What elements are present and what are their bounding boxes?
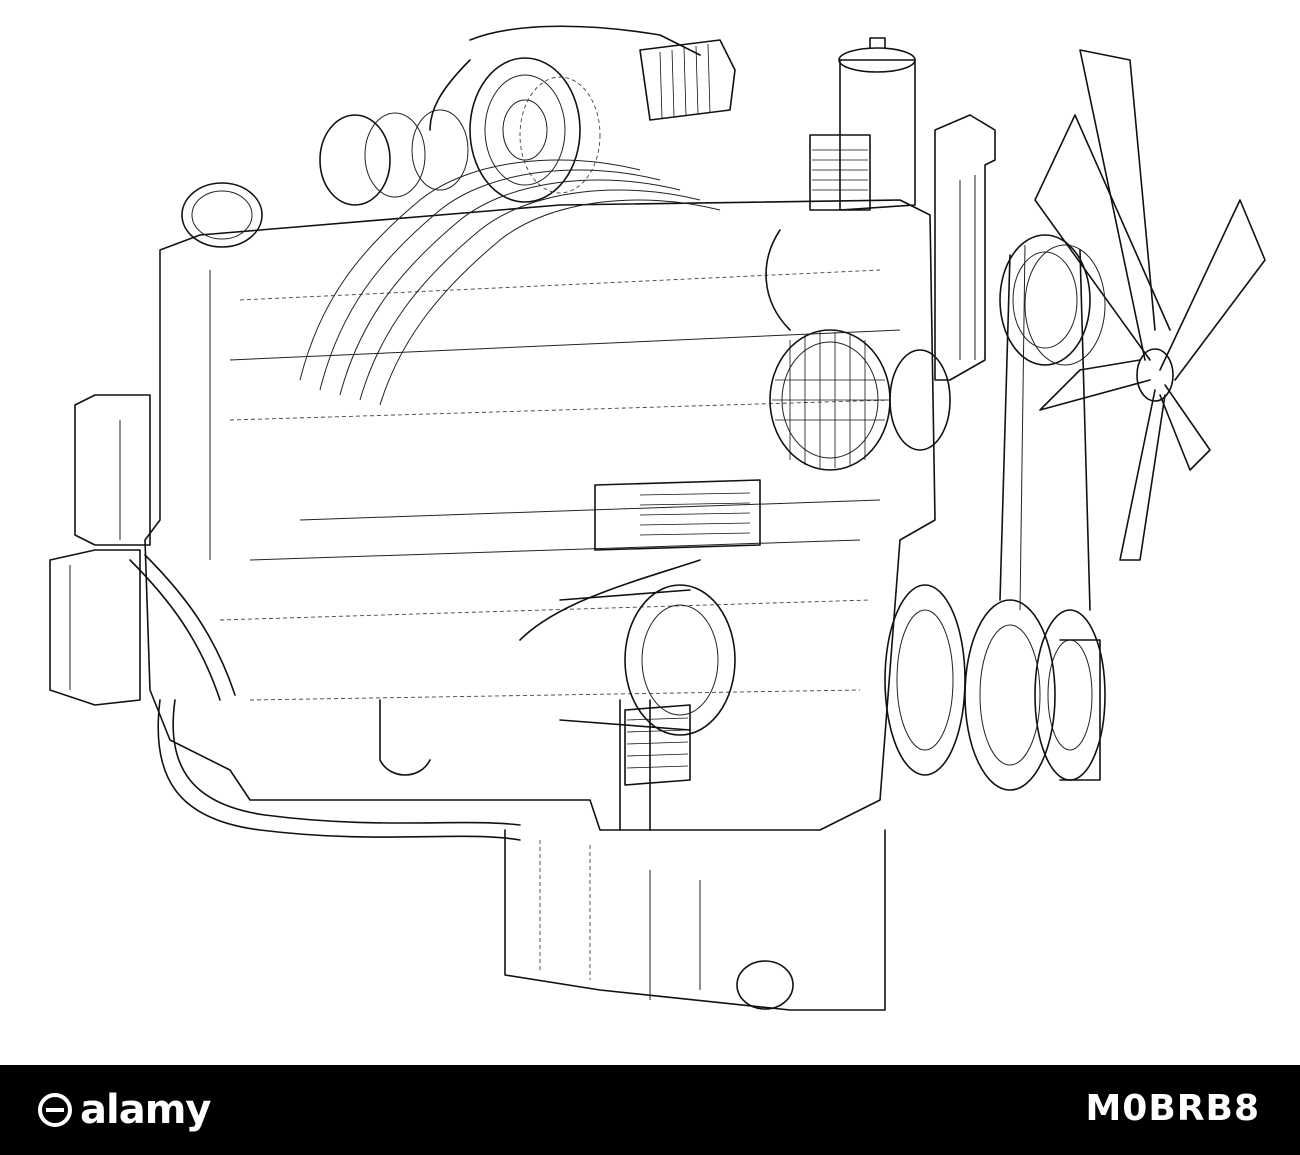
lower-bellows	[624, 704, 691, 786]
alternator	[769, 329, 951, 471]
gear-housing	[49, 394, 151, 706]
pulley-system	[884, 234, 1106, 791]
injector-lines	[299, 159, 721, 406]
engine-block	[144, 199, 936, 831]
brand-name: alamy	[80, 1087, 211, 1133]
brand-logo-icon	[38, 1093, 72, 1127]
fan-bracket	[934, 114, 996, 381]
intake-bellows	[639, 39, 736, 121]
oil-pan	[504, 829, 886, 1011]
coolant-hoses	[129, 229, 791, 841]
oil-cooler	[594, 479, 761, 551]
cooling-fan	[1034, 49, 1266, 561]
exhaust-ring	[181, 182, 263, 248]
brand-logo: alamy	[38, 1081, 211, 1139]
watermark-footer: alamy M0BRB8	[0, 1065, 1300, 1155]
turbocharger	[319, 25, 701, 206]
filter-canister	[809, 37, 916, 211]
engine-wireframe-drawing	[49, 25, 1266, 1011]
image-code: M0BRB8	[1085, 1088, 1260, 1129]
accessory-cylinder	[559, 584, 736, 736]
